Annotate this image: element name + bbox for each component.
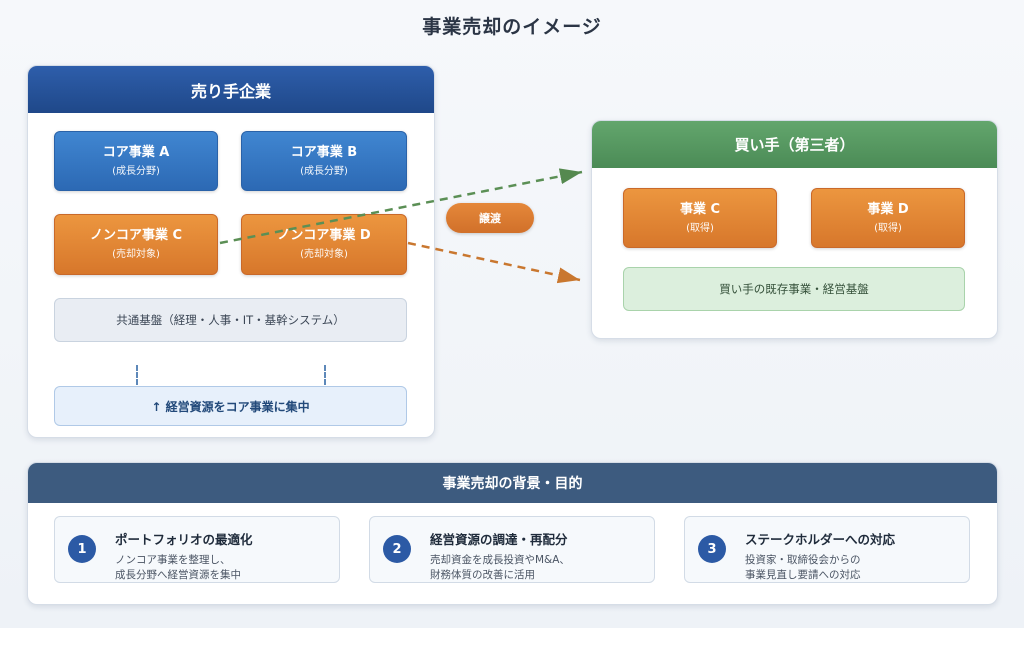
number-badge: 3 xyxy=(698,535,726,563)
number-badge: 2 xyxy=(383,535,411,563)
seller-company-panel: 売り手企業 コア事業 A (成長分野) コア事業 B (成長分野) ノンコア事業… xyxy=(27,65,435,438)
business-name: コア事業 B xyxy=(290,144,358,160)
business-note: (売却対象) xyxy=(112,249,160,260)
description-line: 売却資金を成長投資やM&A、 xyxy=(430,554,570,566)
purpose-description: 売却資金を成長投資やM&A、 財務体質の改善に活用 xyxy=(430,553,570,583)
seller-common-platform: 共通基盤（経理・人事・IT・基幹システム） xyxy=(54,298,407,342)
description-line: 事業見直し要請への対応 xyxy=(745,569,861,581)
core-business-b: コア事業 B (成長分野) xyxy=(241,131,407,191)
acquired-business-d: 事業 D (取得) xyxy=(811,188,965,248)
business-note: (成長分野) xyxy=(112,165,160,177)
purpose-description: ノンコア事業を整理し、 成長分野へ経営資源を集中 xyxy=(115,553,241,583)
noncore-business-c: ノンコア事業 C (売却対象) xyxy=(54,214,218,275)
business-note: (取得) xyxy=(874,222,902,234)
purpose-title: 経営資源の調達・再配分 xyxy=(430,532,568,547)
business-name: コア事業 A xyxy=(102,144,170,160)
resource-focus-note: ↑ 経営資源をコア事業に集中 xyxy=(54,386,407,426)
noncore-business-d: ノンコア事業 D (売却対象) xyxy=(241,214,407,275)
business-name: 事業 C xyxy=(679,201,721,217)
background-header: 事業売却の背景・目的 xyxy=(28,463,997,503)
business-note: (取得) xyxy=(686,222,714,234)
business-note: (売却対象) xyxy=(300,249,348,260)
business-name: ノンコア事業 D xyxy=(277,228,371,243)
description-line: 財務体質の改善に活用 xyxy=(430,569,535,581)
business-note: (成長分野) xyxy=(300,165,348,177)
purpose-description: 投資家・取締役会からの 事業見直し要請への対応 xyxy=(745,553,861,583)
transfer-label: 譲渡 xyxy=(446,203,534,233)
description-line: ノンコア事業を整理し、 xyxy=(115,554,231,566)
core-business-a: コア事業 A (成長分野) xyxy=(54,131,218,191)
description-line: 投資家・取締役会からの xyxy=(745,554,861,566)
buyer-existing-platform: 買い手の既存事業・経営基盤 xyxy=(623,267,965,311)
buyer-header: 買い手（第三者） xyxy=(592,121,997,168)
acquired-business-c: 事業 C (取得) xyxy=(623,188,777,248)
purpose-title: ポートフォリオの最適化 xyxy=(115,532,253,547)
purpose-item-3: 3 ステークホルダーへの対応 投資家・取締役会からの 事業見直し要請への対応 xyxy=(684,516,970,583)
business-name: ノンコア事業 C xyxy=(89,228,183,243)
page-title: 事業売却のイメージ xyxy=(422,16,602,38)
description-line: 成長分野へ経営資源を集中 xyxy=(115,569,241,581)
seller-header: 売り手企業 xyxy=(28,66,434,113)
diagram-canvas: 事業売却のイメージ 売り手企業 コア事業 A (成長分野) コア事業 B (成長… xyxy=(0,0,1024,628)
purpose-title: ステークホルダーへの対応 xyxy=(745,532,896,547)
purpose-item-1: 1 ポートフォリオの最適化 ノンコア事業を整理し、 成長分野へ経営資源を集中 xyxy=(54,516,340,583)
dashed-connector-right xyxy=(324,365,326,385)
buyer-panel: 買い手（第三者） 事業 C (取得) 事業 D (取得) 買い手の既存事業・経営… xyxy=(591,120,998,339)
background-purpose-panel: 事業売却の背景・目的 1 ポートフォリオの最適化 ノンコア事業を整理し、 成長分… xyxy=(27,462,998,605)
number-badge: 1 xyxy=(68,535,96,563)
dashed-connector-left xyxy=(136,365,138,385)
business-name: 事業 D xyxy=(867,201,909,217)
purpose-item-2: 2 経営資源の調達・再配分 売却資金を成長投資やM&A、 財務体質の改善に活用 xyxy=(369,516,655,583)
